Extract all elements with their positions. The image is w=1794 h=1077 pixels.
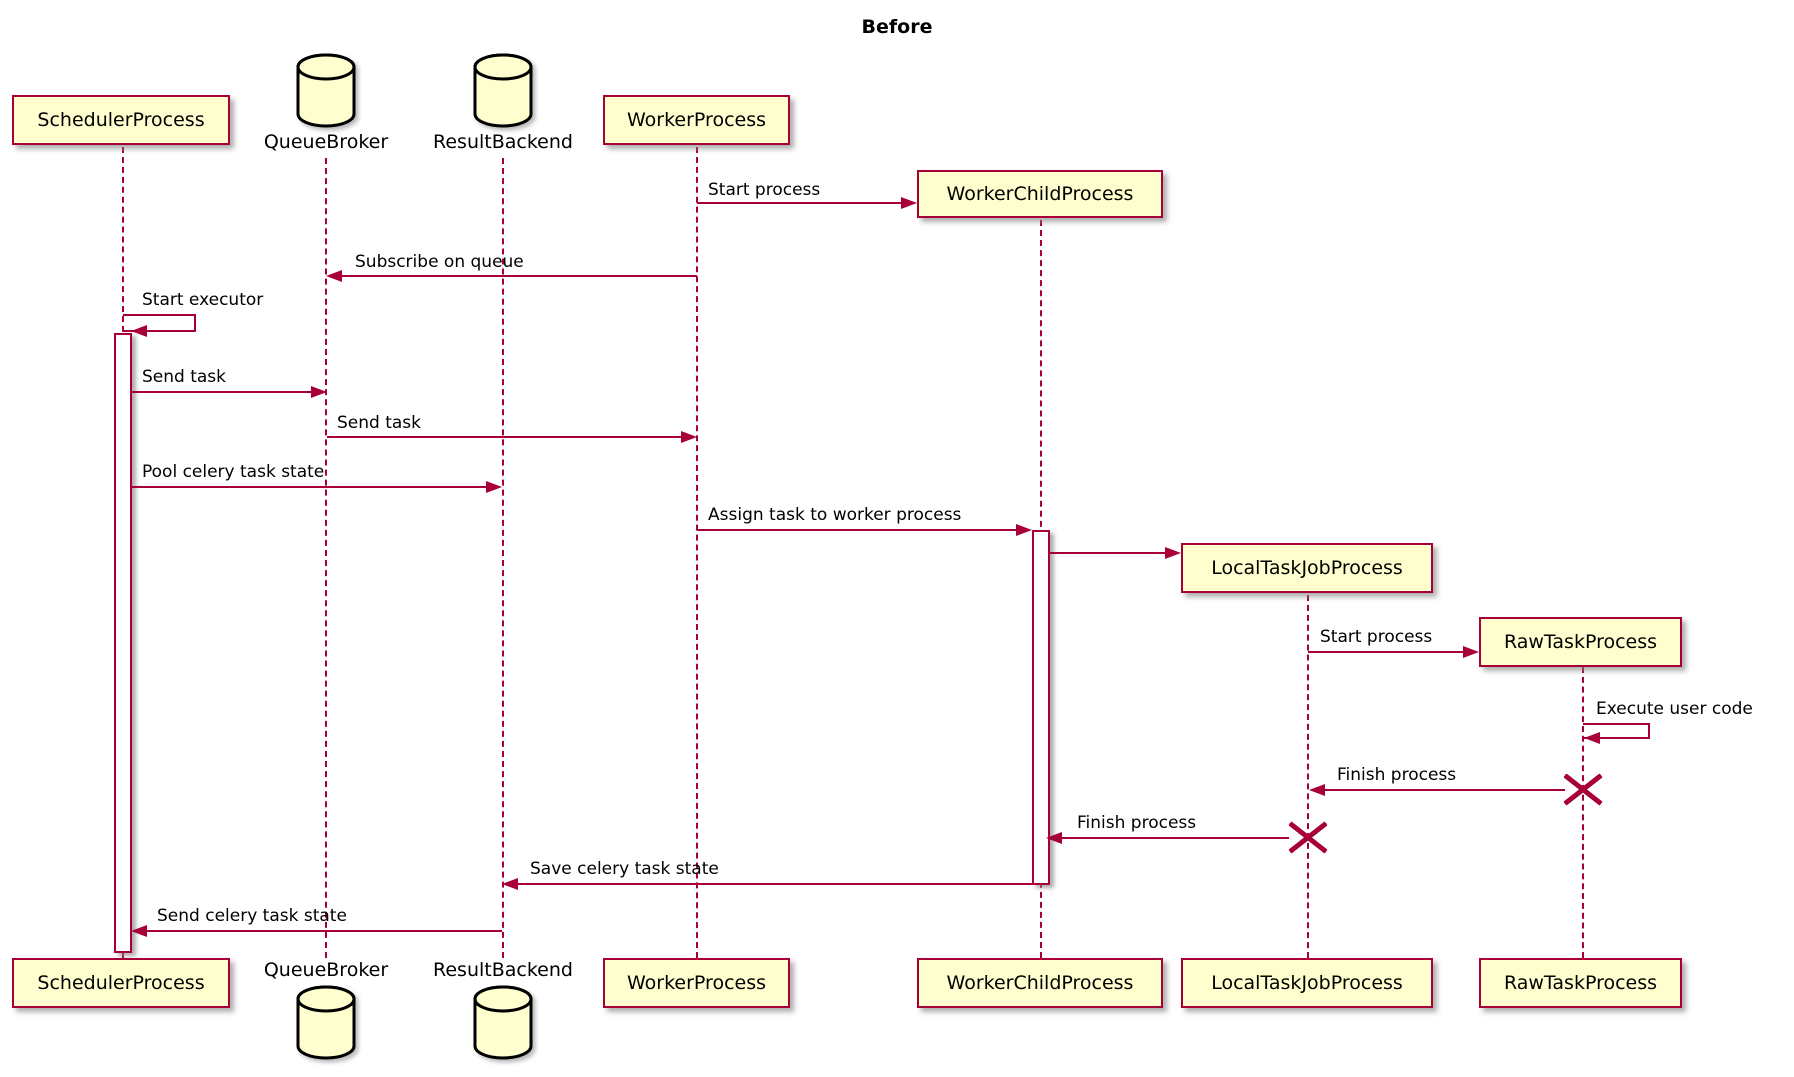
participant-workerchild-bottom: WorkerChildProcess	[917, 958, 1163, 1008]
message-send-task-2-line	[327, 436, 682, 438]
participant-scheduler-bottom: SchedulerProcess	[12, 958, 230, 1008]
message-assign-task-line	[697, 529, 1017, 531]
message-save-celery-task-state-line	[518, 883, 1032, 885]
message-start-process-2-label: Start process	[1320, 627, 1433, 647]
message-execute-user-code-label: Execute user code	[1596, 699, 1753, 719]
participant-workerchild-label: WorkerChildProcess	[946, 972, 1134, 994]
message-assign-task-label: Assign task to worker process	[708, 505, 962, 525]
lifeline-localtaskjob	[1307, 595, 1309, 958]
participant-resultbackend-top-label: ResultBackend	[433, 131, 573, 153]
message-start-executor-label: Start executor	[142, 290, 264, 310]
participant-scheduler-top: SchedulerProcess	[12, 95, 230, 145]
message-finish-process-2-label: Finish process	[1077, 813, 1197, 833]
participant-queuebroker-bottom-label: QueueBroker	[263, 959, 389, 981]
arrowhead-right-icon	[1165, 547, 1181, 559]
message-send-task-1-label: Send task	[142, 367, 227, 387]
message-start-process-line	[697, 202, 903, 204]
message-finish-process-1-line	[1325, 789, 1565, 791]
database-cylinder-icon	[473, 53, 533, 128]
participant-workerchild-label: WorkerChildProcess	[946, 183, 1134, 205]
participant-worker-label: WorkerProcess	[626, 972, 766, 994]
message-pool-celery-task-state-label: Pool celery task state	[142, 462, 325, 482]
arrowhead-left-icon	[502, 878, 518, 890]
arrowhead-left-icon	[1584, 732, 1600, 744]
participant-queuebroker-top-label: QueueBroker	[263, 131, 389, 153]
message-send-celery-task-state-label: Send celery task state	[157, 906, 347, 926]
diagram-title: Before	[861, 16, 933, 38]
participant-localtaskjob-top: LocalTaskJobProcess	[1181, 543, 1433, 593]
arrowhead-left-icon	[1046, 832, 1062, 844]
message-start-executor-loop	[123, 314, 196, 332]
message-subscribe-on-queue-label: Subscribe on queue	[355, 252, 524, 272]
message-send-celery-task-state-line	[147, 930, 502, 932]
message-save-celery-task-state-label: Save celery task state	[530, 859, 719, 879]
participant-scheduler-label: SchedulerProcess	[37, 109, 205, 131]
message-send-task-2-label: Send task	[337, 413, 422, 433]
arrowhead-right-icon	[901, 197, 917, 209]
message-pool-celery-task-state-line	[132, 486, 487, 488]
arrowhead-right-icon	[1463, 646, 1479, 658]
arrowhead-right-icon	[311, 386, 327, 398]
participant-resultbackend-bottom-label: ResultBackend	[433, 959, 573, 981]
participant-localtaskjob-label: LocalTaskJobProcess	[1211, 972, 1403, 994]
lifeline-rawtask	[1582, 667, 1584, 958]
database-cylinder-icon	[296, 53, 356, 128]
lifeline-resultbackend	[502, 158, 504, 958]
lifeline-worker	[696, 147, 698, 958]
arrowhead-right-icon	[1016, 524, 1032, 536]
destroy-x-rawtask-icon	[1563, 772, 1603, 808]
activation-scheduler	[114, 333, 132, 953]
message-execute-user-code-loop	[1583, 723, 1650, 739]
participant-rawtask-label: RawTaskProcess	[1503, 631, 1658, 653]
participant-worker-bottom: WorkerProcess	[603, 958, 790, 1008]
activation-workerchild	[1032, 530, 1050, 885]
lifeline-queuebroker	[325, 158, 327, 958]
participant-worker-top: WorkerProcess	[603, 95, 790, 145]
arrowhead-left-icon	[131, 925, 147, 937]
arrowhead-right-icon	[681, 431, 697, 443]
arrowhead-left-icon	[131, 325, 147, 337]
participant-rawtask-bottom: RawTaskProcess	[1479, 958, 1682, 1008]
participant-localtaskjob-bottom: LocalTaskJobProcess	[1181, 958, 1433, 1008]
participant-scheduler-label: SchedulerProcess	[37, 972, 205, 994]
message-finish-process-2-line	[1062, 837, 1289, 839]
message-create-localtaskjob-line	[1048, 552, 1166, 554]
database-cylinder-icon	[296, 985, 356, 1060]
message-send-task-1-line	[132, 391, 312, 393]
message-finish-process-1-label: Finish process	[1337, 765, 1457, 785]
participant-rawtask-top: RawTaskProcess	[1479, 617, 1682, 667]
participant-workerchild-top: WorkerChildProcess	[917, 170, 1163, 218]
participant-localtaskjob-label: LocalTaskJobProcess	[1211, 557, 1403, 579]
arrowhead-left-icon	[1309, 784, 1325, 796]
message-start-process-label: Start process	[708, 180, 821, 200]
participant-worker-label: WorkerProcess	[626, 109, 766, 131]
arrowhead-left-icon	[326, 270, 342, 282]
database-cylinder-icon	[473, 985, 533, 1060]
message-subscribe-on-queue-line	[341, 275, 697, 277]
message-start-process-2-line	[1308, 651, 1464, 653]
participant-rawtask-label: RawTaskProcess	[1503, 972, 1658, 994]
destroy-x-localtaskjob-icon	[1288, 820, 1328, 856]
arrowhead-right-icon	[486, 481, 502, 493]
